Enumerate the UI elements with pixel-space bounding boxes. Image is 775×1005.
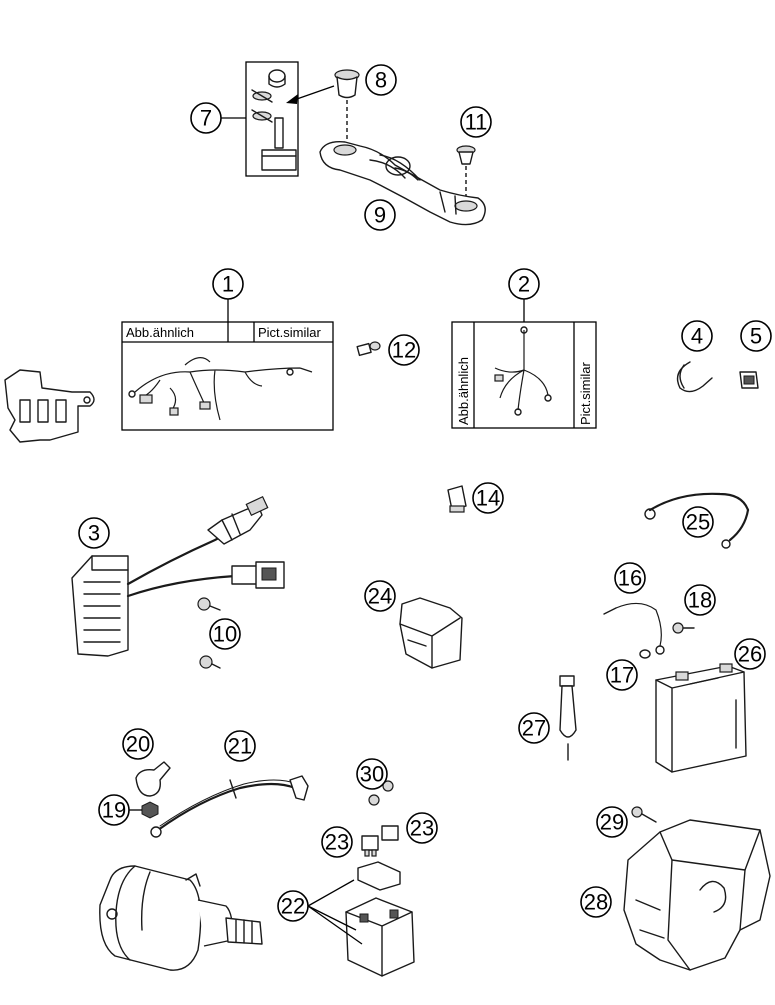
svg-text:18: 18 — [688, 588, 712, 613]
part-17-washer — [639, 649, 651, 659]
svg-text:23: 23 — [325, 830, 349, 855]
callout-17: 17 — [606, 659, 638, 691]
part-2-sub-harness: Abb.ähnlich Pict.similar — [451, 298, 597, 429]
part-9-bracket — [319, 141, 486, 226]
svg-text:9: 9 — [374, 203, 386, 228]
svg-text:23: 23 — [410, 816, 434, 841]
part-18-screw — [672, 622, 695, 634]
part-4-cable-tie — [676, 361, 713, 393]
callout-23-right: 23 — [406, 812, 438, 844]
svg-text:24: 24 — [368, 584, 392, 609]
callout-26: 26 — [734, 638, 766, 670]
svg-text:8: 8 — [375, 68, 387, 93]
part-26-battery — [655, 663, 747, 773]
svg-text:1: 1 — [222, 272, 234, 297]
svg-text:21: 21 — [228, 734, 252, 759]
part-21-starter-cable — [150, 775, 309, 838]
svg-text:3: 3 — [88, 521, 100, 546]
part-12-bulb — [356, 341, 381, 357]
callout-29: 29 — [596, 806, 628, 838]
callout-12: 12 — [388, 334, 420, 366]
callout-7: 7 — [190, 102, 222, 134]
part-5-clip — [739, 371, 759, 389]
part-1-wiring-harness: Abb.ähnlich Pict.similar — [121, 298, 334, 431]
callout-5: 5 — [740, 320, 772, 352]
callout-24: 24 — [364, 580, 396, 612]
svg-text:27: 27 — [522, 716, 546, 741]
svg-text:7: 7 — [200, 106, 212, 131]
svg-text:26: 26 — [738, 642, 762, 667]
part-19-nut — [141, 801, 159, 819]
svg-text:10: 10 — [213, 622, 237, 647]
part-23-fuses — [361, 825, 399, 857]
svg-text:11: 11 — [465, 110, 488, 135]
svg-text:25: 25 — [686, 510, 710, 535]
callout-1: 1 — [212, 268, 244, 300]
pict-similar-label-2: Pict.similar — [578, 361, 593, 425]
svg-text:4: 4 — [691, 324, 703, 349]
callout-23-left: 23 — [321, 826, 353, 858]
part-7-valve-assembly — [245, 61, 299, 177]
callout-4: 4 — [681, 320, 713, 352]
svg-text:5: 5 — [750, 324, 762, 349]
part-mounting-plate — [4, 369, 95, 443]
part-starter-motor — [99, 865, 263, 971]
callout-16: 16 — [614, 562, 646, 594]
svg-text:28: 28 — [584, 890, 608, 915]
callout-2: 2 — [508, 268, 540, 300]
part-16-battery-cable — [603, 602, 665, 655]
svg-text:14: 14 — [476, 486, 500, 511]
part-14-connector — [447, 485, 467, 513]
part-24-fuse-box — [399, 597, 463, 669]
arrow-8-to-7 — [286, 85, 335, 104]
part-20-cap — [135, 761, 171, 797]
svg-text:16: 16 — [618, 566, 642, 591]
part-25-ground-cable — [644, 492, 750, 549]
callout-3: 3 — [78, 517, 110, 549]
svg-text:17: 17 — [610, 663, 634, 688]
svg-text:20: 20 — [126, 732, 150, 757]
callout-30: 30 — [356, 758, 388, 790]
part-3-regulator — [71, 495, 285, 657]
callout-14: 14 — [472, 482, 504, 514]
callout-20: 20 — [122, 728, 154, 760]
part-11-plug — [456, 145, 476, 196]
part-28-battery-box — [623, 819, 771, 971]
pict-similar-label: Pict.similar — [258, 325, 322, 340]
abb-aehnlich-label: Abb.ähnlich — [126, 325, 194, 340]
callout-10: 10 — [209, 618, 241, 650]
svg-text:2: 2 — [518, 272, 530, 297]
callout-11: 11 — [460, 106, 492, 138]
svg-text:29: 29 — [600, 810, 624, 835]
svg-text:22: 22 — [281, 894, 305, 919]
callout-22: 22 — [277, 890, 309, 922]
callout-27: 27 — [518, 712, 550, 744]
svg-text:19: 19 — [102, 798, 126, 823]
callout-25: 25 — [682, 506, 714, 538]
callout-21: 21 — [224, 730, 256, 762]
part-29-screw — [631, 806, 657, 823]
part-22-relay — [307, 861, 415, 977]
callout-28: 28 — [580, 886, 612, 918]
svg-text:12: 12 — [392, 338, 416, 363]
part-30-screws — [368, 780, 394, 806]
callout-9: 9 — [364, 199, 396, 231]
part-8-grommet — [334, 69, 360, 140]
callout-8: 8 — [365, 64, 397, 96]
callout-18: 18 — [684, 584, 716, 616]
callout-19: 19 — [98, 794, 130, 826]
part-27-strap — [559, 675, 577, 761]
svg-text:30: 30 — [360, 762, 384, 787]
part-10-bolts — [197, 597, 221, 669]
abb-aehnlich-label-2: Abb.ähnlich — [456, 357, 471, 425]
